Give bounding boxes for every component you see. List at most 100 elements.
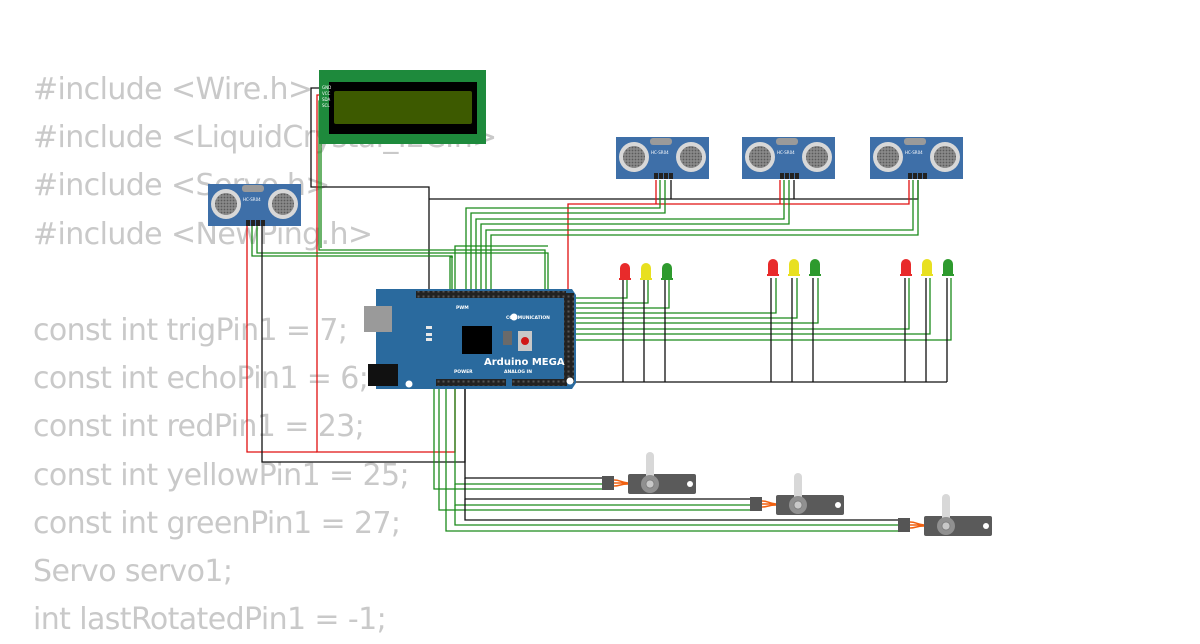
code-line: const int redPin1 = 23; — [33, 409, 365, 445]
led-rim — [942, 274, 954, 276]
wire-top-gnd-bus — [429, 180, 919, 200]
wire-led-1r — [572, 280, 628, 299]
led-rim — [900, 274, 912, 276]
transducer-mesh — [934, 146, 956, 168]
status-led — [426, 333, 432, 336]
ultrasonic-sensor[interactable]: HC-SR04 — [870, 137, 963, 179]
ultrasonic-sensor[interactable]: HC-SR04 — [208, 184, 301, 226]
servo-cable — [613, 479, 629, 487]
wire-led-1g — [572, 280, 670, 309]
led-green[interactable] — [942, 259, 954, 276]
led-rim — [767, 274, 779, 276]
led-body — [922, 259, 932, 275]
wire-servo3-sig — [445, 388, 900, 532]
led-green[interactable] — [809, 259, 821, 276]
sensor-pin — [256, 220, 260, 226]
wire-pin-b — [449, 256, 453, 293]
reset-button[interactable] — [521, 337, 529, 345]
wire-servo2-sig — [438, 388, 752, 511]
status-led — [426, 338, 432, 341]
transducer-mesh — [272, 193, 294, 215]
servo-mount-hole — [835, 502, 841, 508]
code-line: #include <Wire.h> — [33, 72, 313, 107]
sensor-label: HC-SR04 — [243, 197, 261, 202]
sensor-label: HC-SR04 — [651, 150, 669, 155]
code-line: const int yellowPin1 = 25; — [33, 457, 410, 493]
servo-horn[interactable] — [646, 452, 654, 482]
led-red[interactable] — [767, 259, 779, 276]
led-yellow[interactable] — [788, 259, 800, 276]
mount-hole — [405, 380, 413, 388]
power-jack — [368, 364, 398, 386]
led-body — [789, 259, 799, 275]
sensor-crystal — [904, 138, 926, 145]
ultrasonic-sensor[interactable]: HC-SR04 — [616, 137, 709, 179]
wire-servo3-gnd — [464, 499, 900, 521]
lcd-display[interactable]: GND VCC SDA SCL — [319, 70, 486, 144]
sensor-pin — [246, 220, 250, 226]
ultrasonic-sensor[interactable]: HC-SR04 — [742, 137, 835, 179]
servo-body — [776, 495, 844, 515]
power-label: POWER — [454, 369, 473, 375]
servo-body — [924, 516, 992, 536]
servo-motor[interactable] — [602, 452, 696, 494]
digital-header-top — [416, 291, 566, 298]
wire-s4-echo — [490, 180, 919, 293]
code-line: const int trigPin1 = 7; — [33, 312, 348, 348]
led-group — [767, 259, 821, 276]
code-line: const int echoPin1 = 6; — [33, 361, 369, 397]
lcd-screen — [334, 91, 472, 124]
led-rim — [921, 274, 933, 276]
servo-connector — [750, 497, 762, 511]
sensor-label: HC-SR04 — [905, 150, 923, 155]
servo-motor[interactable] — [750, 473, 844, 515]
transducer-mesh — [806, 146, 828, 168]
digital-header-side — [564, 293, 574, 383]
led-red[interactable] — [900, 259, 912, 276]
wire-s1-trig — [251, 222, 453, 293]
transducer-mesh — [623, 146, 645, 168]
sensor-label: HC-SR04 — [777, 150, 795, 155]
wire-s1-echo — [256, 222, 549, 293]
wire-top-vcc-bus — [567, 180, 910, 293]
led-rim — [640, 278, 652, 280]
led-rim — [788, 274, 800, 276]
wire-pin-a — [454, 245, 548, 293]
power-header — [436, 379, 506, 386]
sensor-pin — [918, 173, 922, 179]
sensor-pin — [785, 173, 789, 179]
lcd-pin-gnd: GND — [322, 85, 331, 90]
led-red[interactable] — [619, 263, 631, 280]
servo-mount-hole — [687, 481, 693, 487]
servo-screw — [645, 479, 655, 489]
led-group — [900, 259, 954, 276]
wire-s1-vcc — [246, 222, 317, 453]
sensor-crystal — [776, 138, 798, 145]
sensor-pin — [780, 173, 784, 179]
servo-horn[interactable] — [942, 494, 950, 524]
led-green[interactable] — [661, 263, 673, 280]
lcd-pin-labels: GND VCC SDA SCL — [322, 85, 331, 108]
analog-header — [512, 379, 567, 386]
led-body — [641, 263, 651, 279]
board-name: Arduino MEGA — [484, 357, 565, 368]
arduino-mega-board[interactable]: PWM COMMUNICATION POWER ANALOG IN Arduin… — [364, 289, 576, 389]
servo-motor[interactable] — [898, 494, 992, 536]
led-yellow[interactable] — [640, 263, 652, 280]
transducer-mesh — [749, 146, 771, 168]
servo-connector — [602, 476, 614, 490]
sensor-pin — [790, 173, 794, 179]
servo-screw — [793, 500, 803, 510]
sensor-pin — [251, 220, 255, 226]
sensor-crystal — [242, 185, 264, 192]
mount-hole — [510, 313, 518, 321]
wire-lcd-gnd — [310, 87, 430, 293]
led-yellow[interactable] — [921, 259, 933, 276]
wire-led-3r — [572, 278, 910, 330]
wire-led-2y — [572, 278, 798, 319]
wires — [246, 87, 952, 532]
wire-servo1-gnd — [464, 388, 604, 479]
communication-label: COMMUNICATION — [506, 315, 550, 321]
servo-horn[interactable] — [794, 473, 802, 503]
